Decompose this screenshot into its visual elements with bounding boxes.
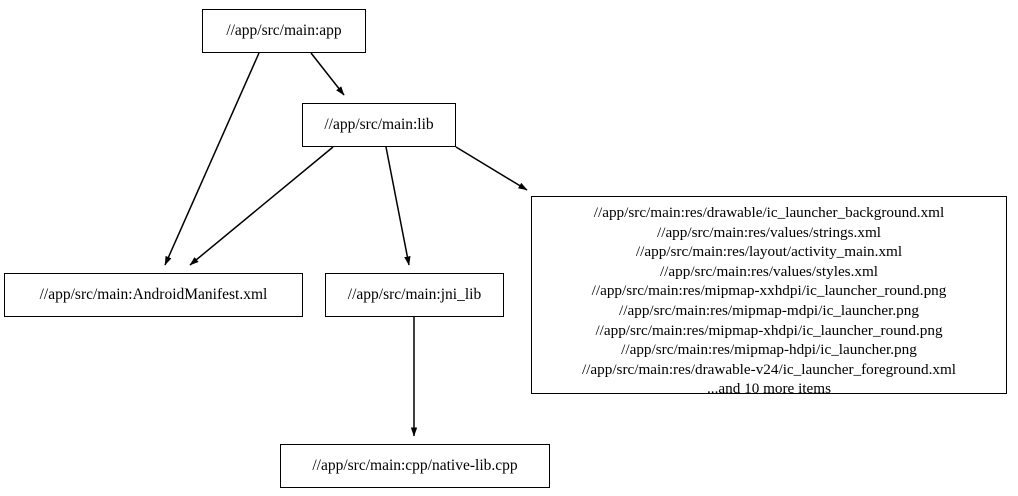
edge-lib-to-manifest xyxy=(189,146,334,266)
node-native-lib-cpp-label: //app/src/main:cpp/native-lib.cpp xyxy=(312,457,518,475)
res-group-line-0: //app/src/main:res/drawable/ic_launcher_… xyxy=(593,204,945,221)
edge-app-to-manifest xyxy=(164,52,260,266)
node-native-lib-cpp[interactable]: //app/src/main:cpp/native-lib.cpp xyxy=(280,444,550,488)
node-app[interactable]: //app/src/main:app xyxy=(202,9,366,53)
res-group-line-7: //app/src/main:res/mipmap-hdpi/ic_launch… xyxy=(621,341,917,359)
res-group-line-6: //app/src/main:res/mipmap-xhdpi/ic_launc… xyxy=(595,321,943,339)
node-res-group-list: //app/src/main:res/drawable/ic_launcher_… xyxy=(540,203,998,399)
node-res-group[interactable]: //app/src/main:res/drawable/ic_launcher_… xyxy=(531,196,1007,397)
node-jni-lib-label: //app/src/main:jni_lib xyxy=(347,286,482,304)
node-lib[interactable]: //app/src/main:lib xyxy=(302,103,456,147)
res-group-line-2: //app/src/main:res/layout/activity_main.… xyxy=(635,243,903,261)
edge-app-to-lib xyxy=(310,52,345,96)
edge-lib-to-jni-lib xyxy=(385,146,411,266)
res-group-line-4: //app/src/main:res/mipmap-xxhdpi/ic_laun… xyxy=(591,282,947,300)
edge-lib-to-res-group xyxy=(455,146,528,191)
res-group-line-5: //app/src/main:res/mipmap-mdpi/ic_launch… xyxy=(619,301,919,319)
node-lib-label: //app/src/main:lib xyxy=(324,116,434,134)
node-android-manifest-label: //app/src/main:AndroidManifest.xml xyxy=(39,286,268,304)
node-app-label: //app/src/main:app xyxy=(226,22,342,40)
node-android-manifest[interactable]: //app/src/main:AndroidManifest.xml xyxy=(4,273,303,317)
res-group-line-8: //app/src/main:res/drawable-v24/ic_launc… xyxy=(581,360,957,378)
res-group-line-1: //app/src/main:res/values/strings.xml xyxy=(657,223,881,241)
res-group-line-3: //app/src/main:res/values/styles.xml xyxy=(659,262,879,280)
node-jni-lib[interactable]: //app/src/main:jni_lib xyxy=(325,273,504,317)
res-group-line-9: ...and 10 more items xyxy=(706,380,831,398)
